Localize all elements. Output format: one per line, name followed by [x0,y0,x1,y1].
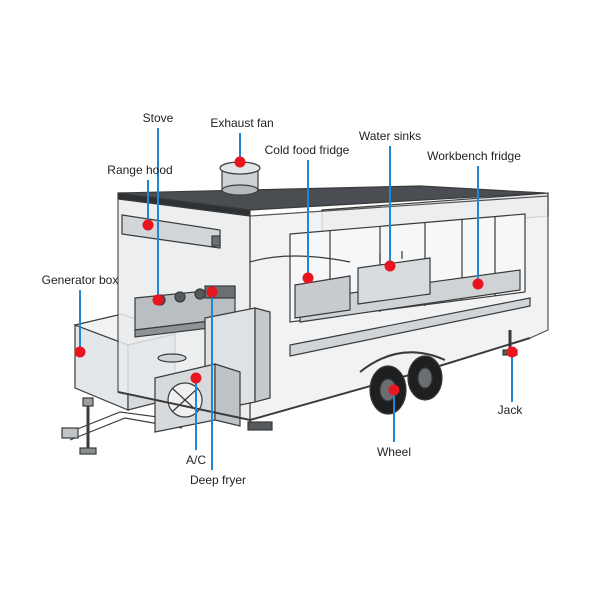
marker-water-sinks [384,260,396,272]
marker-range-hood [142,219,154,231]
leader-lines [79,128,513,470]
marker-ac [190,372,202,384]
label-deep-fryer: Deep fryer [190,473,246,487]
marker-stove [152,294,164,306]
marker-deep-fryer [206,286,218,298]
markers [74,156,518,396]
marker-workbench-fridge [472,278,484,290]
label-workbench-fridge: Workbench fridge [427,149,521,163]
label-generator-box: Generator box [42,273,119,287]
marker-wheel [388,384,400,396]
marker-jack [506,346,518,358]
label-wheel: Wheel [377,445,411,459]
label-stove: Stove [143,111,174,125]
label-water-sinks: Water sinks [359,129,421,143]
marker-exhaust-fan [234,156,246,168]
labels: Stove Exhaust fan Range hood Cold food f… [42,111,524,487]
label-range-hood: Range hood [107,163,172,177]
label-jack: Jack [498,403,524,417]
marker-generator-box [74,346,86,358]
label-exhaust-fan: Exhaust fan [210,116,273,130]
label-ac: A/C [186,453,206,467]
label-cold-food-fridge: Cold food fridge [265,143,350,157]
marker-cold-food-fridge [302,272,314,284]
trailer-illustration [61,161,549,455]
